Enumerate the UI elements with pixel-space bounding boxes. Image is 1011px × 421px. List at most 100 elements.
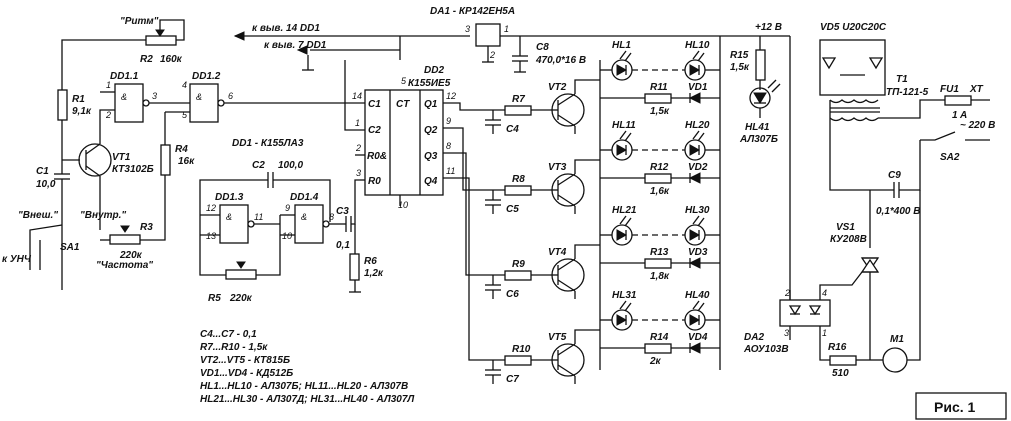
svg-text:12: 12 <box>446 91 456 101</box>
label-vnutr: "Внутр." <box>80 210 126 221</box>
svg-text:2: 2 <box>489 50 495 60</box>
stage-capacitor-name: C5 <box>506 204 519 215</box>
svg-text:3: 3 <box>356 168 361 178</box>
svg-text:9: 9 <box>446 116 451 126</box>
stage-output-resistor-value: 1,8к <box>650 271 670 282</box>
vd5-bridge <box>819 39 886 96</box>
label-to-unch: к УНЧ <box>2 254 32 265</box>
r4-resistor <box>160 112 171 176</box>
stage-led-last-name: HL40 <box>685 290 710 301</box>
hl41-led <box>749 79 781 118</box>
stage-output-resistor-value: 2к <box>649 356 662 367</box>
dd1-2-and: & <box>196 92 202 102</box>
svg-text:13: 13 <box>206 231 216 241</box>
figure-label-box: Рис. 1 <box>915 392 1007 420</box>
label-ritm: "Ритм" <box>120 16 159 27</box>
dd1-1-and: & <box>121 92 127 102</box>
hl41-name: HL41 <box>745 122 770 133</box>
stage-input-resistor-name: R7 <box>512 94 525 105</box>
svg-text:3: 3 <box>152 91 157 101</box>
dd1-1-gate: 1 2 3 <box>100 80 190 123</box>
vs1-triac <box>845 190 880 360</box>
m1-motor <box>870 190 921 373</box>
note-line: C4...C7 - 0,1 <box>200 329 257 340</box>
t1-transformer <box>829 99 950 191</box>
fu1-fuse <box>944 95 990 106</box>
svg-text:3: 3 <box>784 328 789 338</box>
note-line: VT2...VT5 - КТ815Б <box>200 355 290 366</box>
vt1-transistor <box>78 109 115 230</box>
svg-text:2: 2 <box>355 143 361 153</box>
label-plus12v: +12 В <box>755 22 782 33</box>
sa2-name: SA2 <box>940 152 960 163</box>
t1-value: ТП-121-5 <box>886 87 929 98</box>
t1-name: T1 <box>896 74 908 85</box>
stage-diode-name: VD2 <box>688 162 708 173</box>
stage-led-first-name: HL21 <box>612 205 637 216</box>
svg-text:12: 12 <box>206 203 216 213</box>
r1-resistor <box>57 89 80 161</box>
svg-text:10: 10 <box>282 231 292 241</box>
c2-name: C2 <box>252 160 265 171</box>
dd2-ct: CT <box>396 99 410 110</box>
stage-input-resistor-name: R8 <box>512 174 525 185</box>
c3-capacitor <box>340 179 360 232</box>
stage-output-resistor-name: R12 <box>650 162 669 173</box>
r16-resistor <box>829 355 870 366</box>
stage-transistor-name: VT5 <box>548 332 567 343</box>
stage-led-first-name: HL11 <box>612 120 636 131</box>
r15-name: R15 <box>730 50 749 61</box>
stage-output-resistor-value: 1,6к <box>650 186 670 197</box>
dd2-q4: Q4 <box>424 176 438 187</box>
r5-value: 220к <box>229 293 253 304</box>
r16-name: R16 <box>828 342 847 353</box>
stage-led-first-name: HL31 <box>612 290 637 301</box>
dd2-q1: Q1 <box>424 99 438 110</box>
stage-diode-name: VD3 <box>688 247 708 258</box>
svg-text:14: 14 <box>352 91 362 101</box>
svg-text:6: 6 <box>228 91 233 101</box>
stage-led-last-name: HL30 <box>685 205 710 216</box>
vt1-name: VT1 <box>112 152 131 163</box>
c2-value: 100,0 <box>278 160 303 171</box>
note-line: R7...R10 - 1,5к <box>200 342 268 353</box>
r1-name: R1 <box>72 94 85 105</box>
dd2-name: DD2 <box>424 65 444 76</box>
hl41-value: АЛ307Б <box>739 134 778 145</box>
stage-led-last-name: HL20 <box>685 120 710 131</box>
sa1-switch <box>29 224 63 290</box>
r5-name: R5 <box>208 293 221 304</box>
c8-capacitor <box>512 36 528 73</box>
vs1-name: VS1 <box>836 222 855 233</box>
r6-resistor <box>349 224 361 293</box>
da1-regulator: 3 1 2 <box>465 23 509 63</box>
label-da1: DA1 - КР142ЕН5А <box>430 6 515 17</box>
vt1-value: КТ3102Б <box>112 164 154 175</box>
led-power-rails <box>599 36 791 370</box>
r2-name: R2 <box>140 54 153 65</box>
note-line: VD1...VD4 - КД512Б <box>200 368 293 379</box>
label-to-pin14: к выв. 14 DD1 <box>252 23 320 34</box>
svg-text:11: 11 <box>254 212 263 222</box>
stage-output-resistor-value: 1,5к <box>650 106 670 117</box>
r4-name: R4 <box>175 144 188 155</box>
stage-diode-name: VD4 <box>688 332 708 343</box>
svg-text:11: 11 <box>446 166 455 176</box>
r6-name: R6 <box>364 256 377 267</box>
c8-value: 470,0*16 В <box>535 55 586 66</box>
dd2-part: К155ИЕ5 <box>408 78 451 89</box>
svg-text:1: 1 <box>504 24 509 34</box>
stage-transistor-name: VT4 <box>548 247 567 258</box>
r3-value: 220к <box>119 250 143 261</box>
stage-diode-name: VD1 <box>688 82 708 93</box>
svg-text:3: 3 <box>465 24 470 34</box>
svg-text:2: 2 <box>105 110 111 120</box>
r4-value: 16к <box>178 156 195 167</box>
svg-text:4: 4 <box>182 80 187 90</box>
dd2-q3: Q3 <box>424 151 438 162</box>
r3-name: R3 <box>140 222 153 233</box>
